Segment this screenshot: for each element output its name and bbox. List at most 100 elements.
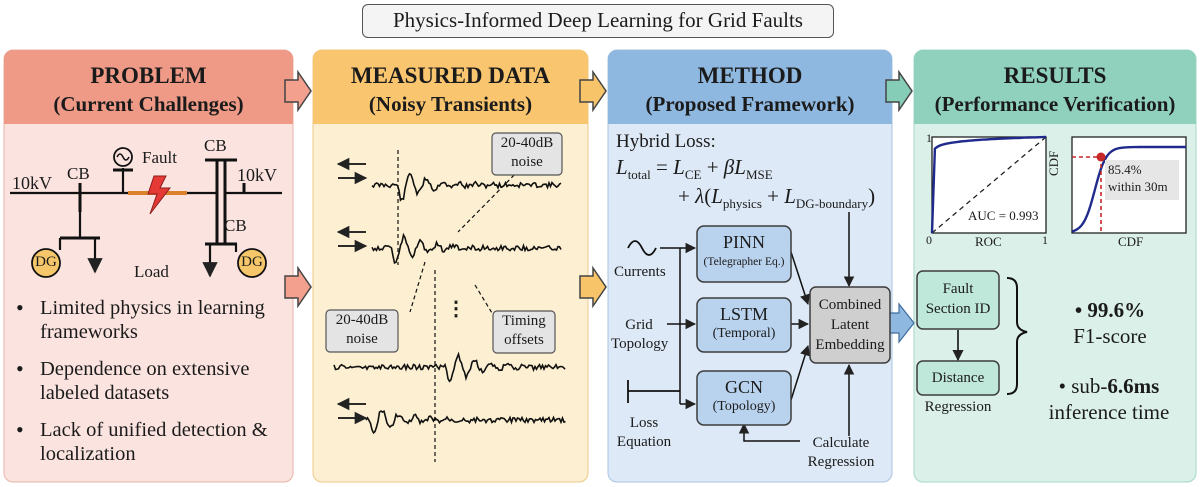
- source-symbol: [113, 147, 133, 167]
- results-wiring: [952, 277, 1028, 395]
- input-grid-topology-label: Grid Topology: [611, 316, 669, 354]
- pinn-module-name: PINN: [722, 232, 765, 252]
- dg-right-symbol: [237, 248, 267, 278]
- cb-top-label: CB: [204, 136, 227, 155]
- challenge-list: Limited physics in learning frameworks D…: [14, 296, 304, 479]
- method-subheading: (Proposed Framework): [645, 92, 855, 116]
- method-header: METHOD (Proposed Framework): [608, 62, 892, 118]
- ellipsis-glyph: ⋮: [446, 298, 466, 320]
- cb-left-label: CB: [67, 164, 90, 183]
- gcn-module: GCN (Topology): [697, 377, 791, 417]
- inference-prefix: sub-: [1071, 374, 1108, 398]
- input-grid-line2: Topology: [611, 336, 669, 352]
- challenge-item: Dependence on extensive labeled datasets: [14, 357, 304, 405]
- measured-header: MEASURED DATA (Noisy Transients): [313, 62, 588, 118]
- results-header: RESULTS (Performance Verification): [914, 62, 1196, 118]
- pinn-module: PINN (Telegrapher Eq.): [697, 232, 791, 272]
- waveform-row-4: [336, 397, 566, 435]
- waveform-row-3: [333, 351, 566, 383]
- regression-label: Regression: [924, 399, 992, 415]
- combined-line2: Latent: [830, 317, 870, 333]
- problem-header: PROBLEM (Current Challenges): [4, 62, 293, 118]
- input-loss-line2: Equation: [616, 434, 672, 450]
- problem-heading: PROBLEM: [90, 63, 207, 88]
- fault-section-line2: Section ID: [925, 301, 991, 317]
- hybrid-loss-label: Hybrid Loss:: [616, 131, 716, 152]
- waveform-row-2: [336, 225, 562, 264]
- measured-subheading: (Noisy Transients): [368, 92, 533, 116]
- inference-label: inference time: [1048, 400, 1170, 424]
- distance-box: Distance: [931, 370, 985, 386]
- roc-tick-0: 0: [926, 233, 932, 247]
- fault-section-line1: Fault: [942, 281, 974, 297]
- noise-callout-left-line1: 20-40dB: [335, 312, 389, 328]
- input-loss-equation-label: Loss Equation: [614, 414, 674, 452]
- flow-arrow-measured-to-method: [579, 69, 607, 113]
- method-module-boxes: [696, 225, 891, 426]
- cdf-ylabel: CDF: [1046, 150, 1061, 176]
- left-voltage-label: 10kV: [12, 173, 52, 193]
- roc-plot: [930, 135, 1047, 234]
- cb-bottom-label: CB: [224, 216, 247, 235]
- timing-callout-line1: Timing: [502, 313, 546, 329]
- cdf-annotation-line2: within 30m: [1108, 179, 1168, 194]
- combined-line1: Combined: [818, 297, 882, 313]
- combined-line3: Embedding: [815, 337, 885, 353]
- calculate-line2: Regression: [807, 454, 875, 470]
- roc-x-tick-1: 1: [1042, 233, 1048, 247]
- input-grid-line1: Grid: [625, 317, 653, 333]
- timing-callout-line2: offsets: [504, 332, 544, 348]
- measured-heading: MEASURED DATA: [350, 63, 551, 88]
- f1-value: 99.6%: [1087, 298, 1146, 322]
- flow-arrow-method-to-results: [885, 69, 913, 113]
- lstm-module: LSTM (Temporal): [697, 304, 791, 344]
- flow-arrow-measured-to-method-lower: [579, 265, 607, 309]
- loss-equation-line2: + λ(Lphysics + LDG-boundary): [678, 184, 876, 212]
- lstm-module-detail: (Temporal): [712, 326, 776, 341]
- problem-subheading: (Current Challenges): [53, 92, 244, 116]
- calculate-regression-label: Calculate Regression: [796, 434, 886, 472]
- flow-arrow-problem-to-measured: [284, 69, 312, 113]
- fault-lightning-icon: [147, 175, 172, 215]
- noise-callout-top: 20-40dB noise: [492, 134, 562, 172]
- gcn-module-name: GCN: [724, 377, 763, 397]
- input-loss-line1: Loss: [629, 415, 659, 431]
- method-wiring: [627, 212, 855, 442]
- dg-right-label: DG: [241, 254, 263, 270]
- pinn-module-detail: (Telegrapher Eq.): [703, 256, 785, 268]
- results-heading: RESULTS: [1003, 63, 1107, 88]
- fault-label: Fault: [142, 148, 177, 167]
- lstm-module-name: LSTM: [719, 304, 768, 324]
- results-boxes: [916, 270, 1000, 396]
- load-label: Load: [134, 262, 169, 281]
- dg-left-symbol: [31, 248, 61, 278]
- dg-left-label: DG: [35, 254, 57, 270]
- f1-label: F1-score: [1073, 324, 1147, 348]
- roc-xlabel: ROC: [975, 234, 1002, 249]
- noise-callout-top-line1: 20-40dB: [500, 135, 554, 151]
- noise-callout-left-line2: noise: [346, 331, 378, 347]
- cdf-plot: [1071, 136, 1187, 234]
- fault-section-id-box: Fault Section ID: [917, 279, 999, 319]
- noise-callout-left: 20-40dB noise: [326, 311, 398, 349]
- timing-guides: [397, 150, 525, 462]
- diagram-title: Physics-Informed Deep Learning for Grid …: [362, 4, 834, 38]
- f1-metric: • 99.6% F1-score: [1040, 297, 1180, 349]
- inference-metric: • sub-6.6ms inference time: [1024, 373, 1194, 425]
- roc-y-tick-1: 1: [926, 131, 932, 145]
- noise-callout-top-line2: noise: [511, 154, 543, 170]
- timing-callout: Timing offsets: [493, 312, 555, 350]
- input-currents-label: Currents: [614, 264, 666, 280]
- method-heading: METHOD: [697, 63, 803, 88]
- callout-boxes-measured: [325, 132, 563, 354]
- results-subheading: (Performance Verification): [934, 92, 1176, 116]
- challenge-item: Limited physics in learning frameworks: [14, 296, 304, 344]
- cdf-xlabel: CDF: [1118, 234, 1144, 249]
- waveform-row-1: [336, 157, 562, 202]
- cdf-annotation: 85.4% within 30m: [1108, 161, 1168, 195]
- calculate-line1: Calculate: [812, 435, 870, 451]
- challenge-item: Lack of unified detection & localization: [14, 418, 304, 466]
- loss-equation-line1: Ltotal = LCE + βLMSE: [616, 155, 773, 183]
